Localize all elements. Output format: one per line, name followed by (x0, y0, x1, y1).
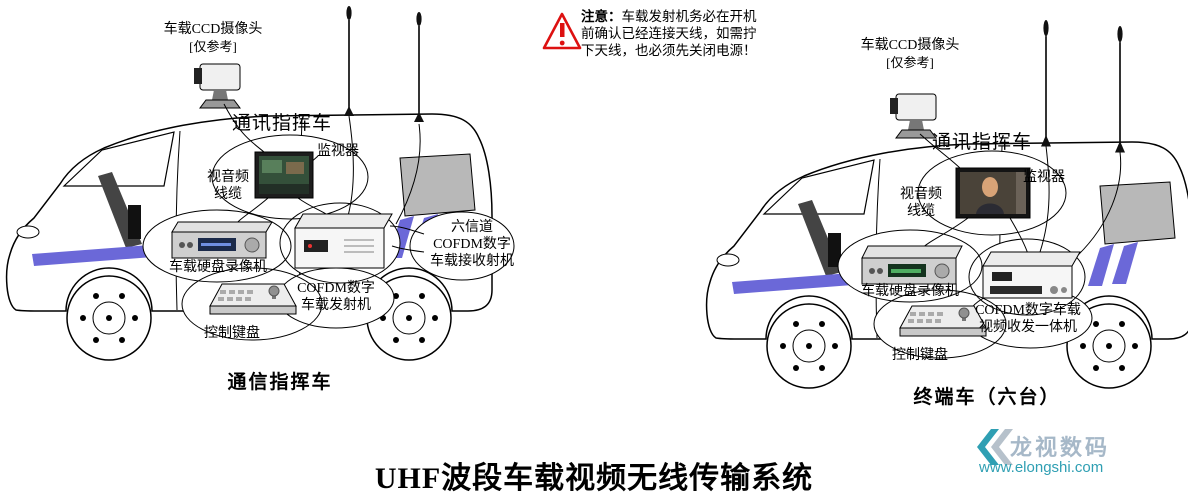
right-monitor (955, 167, 1031, 219)
right-van-caption: 终端车（六台） (913, 387, 1061, 408)
logo-name: 龙视数码 (1010, 435, 1111, 460)
warning-text: 注意：车载发射机务必在开机 前确认已经连接天线，如需拧 下天线，也必须先关闭电源… (581, 8, 797, 59)
left-antenna-2 (413, 11, 425, 123)
right-antenna-1 (1040, 19, 1052, 148)
left-ccd-camera (193, 63, 241, 109)
right-camera-label: 车载CCD摄像头 (860, 38, 960, 53)
left-dvr (171, 221, 273, 259)
right-dvr (861, 245, 963, 285)
left-transmitter (294, 213, 393, 269)
right-camera-note: [仅参考] (886, 55, 934, 70)
left-van-illustration (5, 5, 515, 361)
left-transmitter-label: COFDM数字 车载发射机 (297, 281, 375, 314)
warning-line-1: 注意：车载发射机务必在开机 (581, 9, 757, 24)
right-keyboard-label: 控制键盘 (892, 348, 948, 363)
left-cable-label: 视音频 线缆 (207, 170, 249, 203)
warning-prefix: 注意： (581, 9, 622, 24)
right-monitor-label: 监视器 (1023, 170, 1065, 185)
left-dvr-label: 车载硬盘录像机 (169, 260, 267, 275)
right-transceiver-label: COFDM数字车载 视频收发一体机 (975, 303, 1081, 336)
left-monitor (254, 151, 314, 199)
left-van-caption: 通信指挥车 (227, 372, 333, 393)
logo-icon (977, 429, 1013, 465)
left-antenna-1 (343, 5, 355, 117)
warning-line-2: 前确认已经连接天线，如需拧 (581, 26, 757, 41)
right-antenna-2 (1114, 25, 1126, 154)
right-transceiver (982, 251, 1081, 299)
left-monitor-label: 监视器 (317, 144, 359, 159)
left-camera-note: [仅参考] (189, 39, 237, 54)
right-van-illustration (705, 19, 1188, 389)
left-keyboard-label: 控制键盘 (204, 326, 260, 341)
right-dvr-label: 车载硬盘录像机 (861, 284, 959, 299)
warning-line-3: 下天线，也必须先关闭电源！ (581, 43, 757, 58)
left-van-roof-title: 通讯指挥车 (231, 113, 332, 134)
left-receiver-label: 六信道 COFDM数字 车载接收射机 (430, 220, 514, 270)
right-cable-label: 视音频 线缆 (900, 187, 942, 220)
warning-triangle-icon (542, 12, 582, 50)
page-title: UHF波段车载视频无线传输系统 (374, 462, 814, 495)
logo-url[interactable]: www.elongshi.com (979, 459, 1104, 476)
right-van-roof-title: 通讯指挥车 (931, 132, 1032, 153)
left-camera-label: 车载CCD摄像头 (163, 22, 263, 37)
left-control-keyboard (209, 283, 297, 315)
